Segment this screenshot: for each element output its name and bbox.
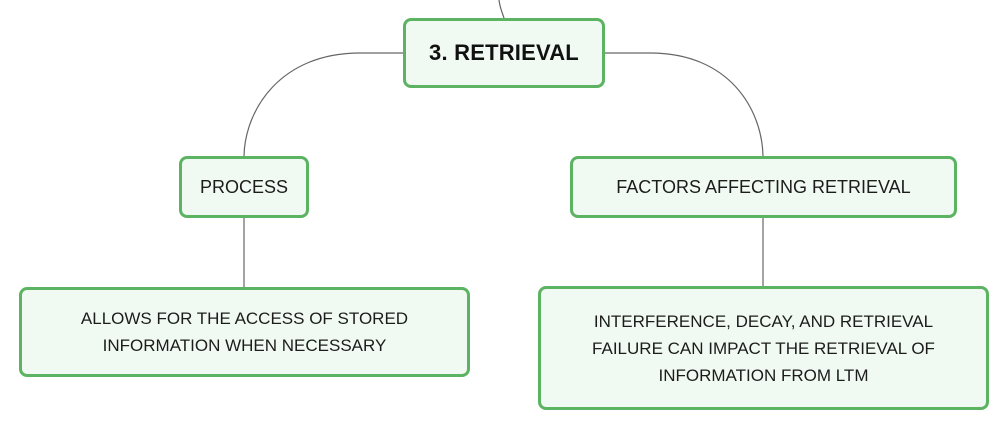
- node-process-detail[interactable]: ALLOWS FOR THE ACCESS OF STORED INFORMAT…: [19, 287, 470, 377]
- connector-root-to-process: [243, 52, 403, 157]
- connector-incoming-root: [498, 0, 505, 19]
- node-process-detail-text: ALLOWS FOR THE ACCESS OF STORED INFORMAT…: [80, 309, 409, 355]
- node-process-label: PROCESS: [199, 176, 289, 197]
- connector-root-to-factors: [605, 52, 764, 157]
- node-retrieval-label: 3. RETRIEVAL: [429, 40, 579, 65]
- node-retrieval[interactable]: 3. RETRIEVAL: [403, 18, 605, 88]
- node-factors-detail-text: INTERFERENCE, DECAY, AND RETRIEVAL FAILU…: [592, 311, 935, 385]
- node-factors-detail[interactable]: INTERFERENCE, DECAY, AND RETRIEVAL FAILU…: [538, 286, 989, 410]
- node-factors-affecting-retrieval[interactable]: FACTORS AFFECTING RETRIEVAL: [570, 156, 957, 218]
- node-factors-label: FACTORS AFFECTING RETRIEVAL: [616, 176, 911, 197]
- node-process[interactable]: PROCESS: [179, 156, 309, 218]
